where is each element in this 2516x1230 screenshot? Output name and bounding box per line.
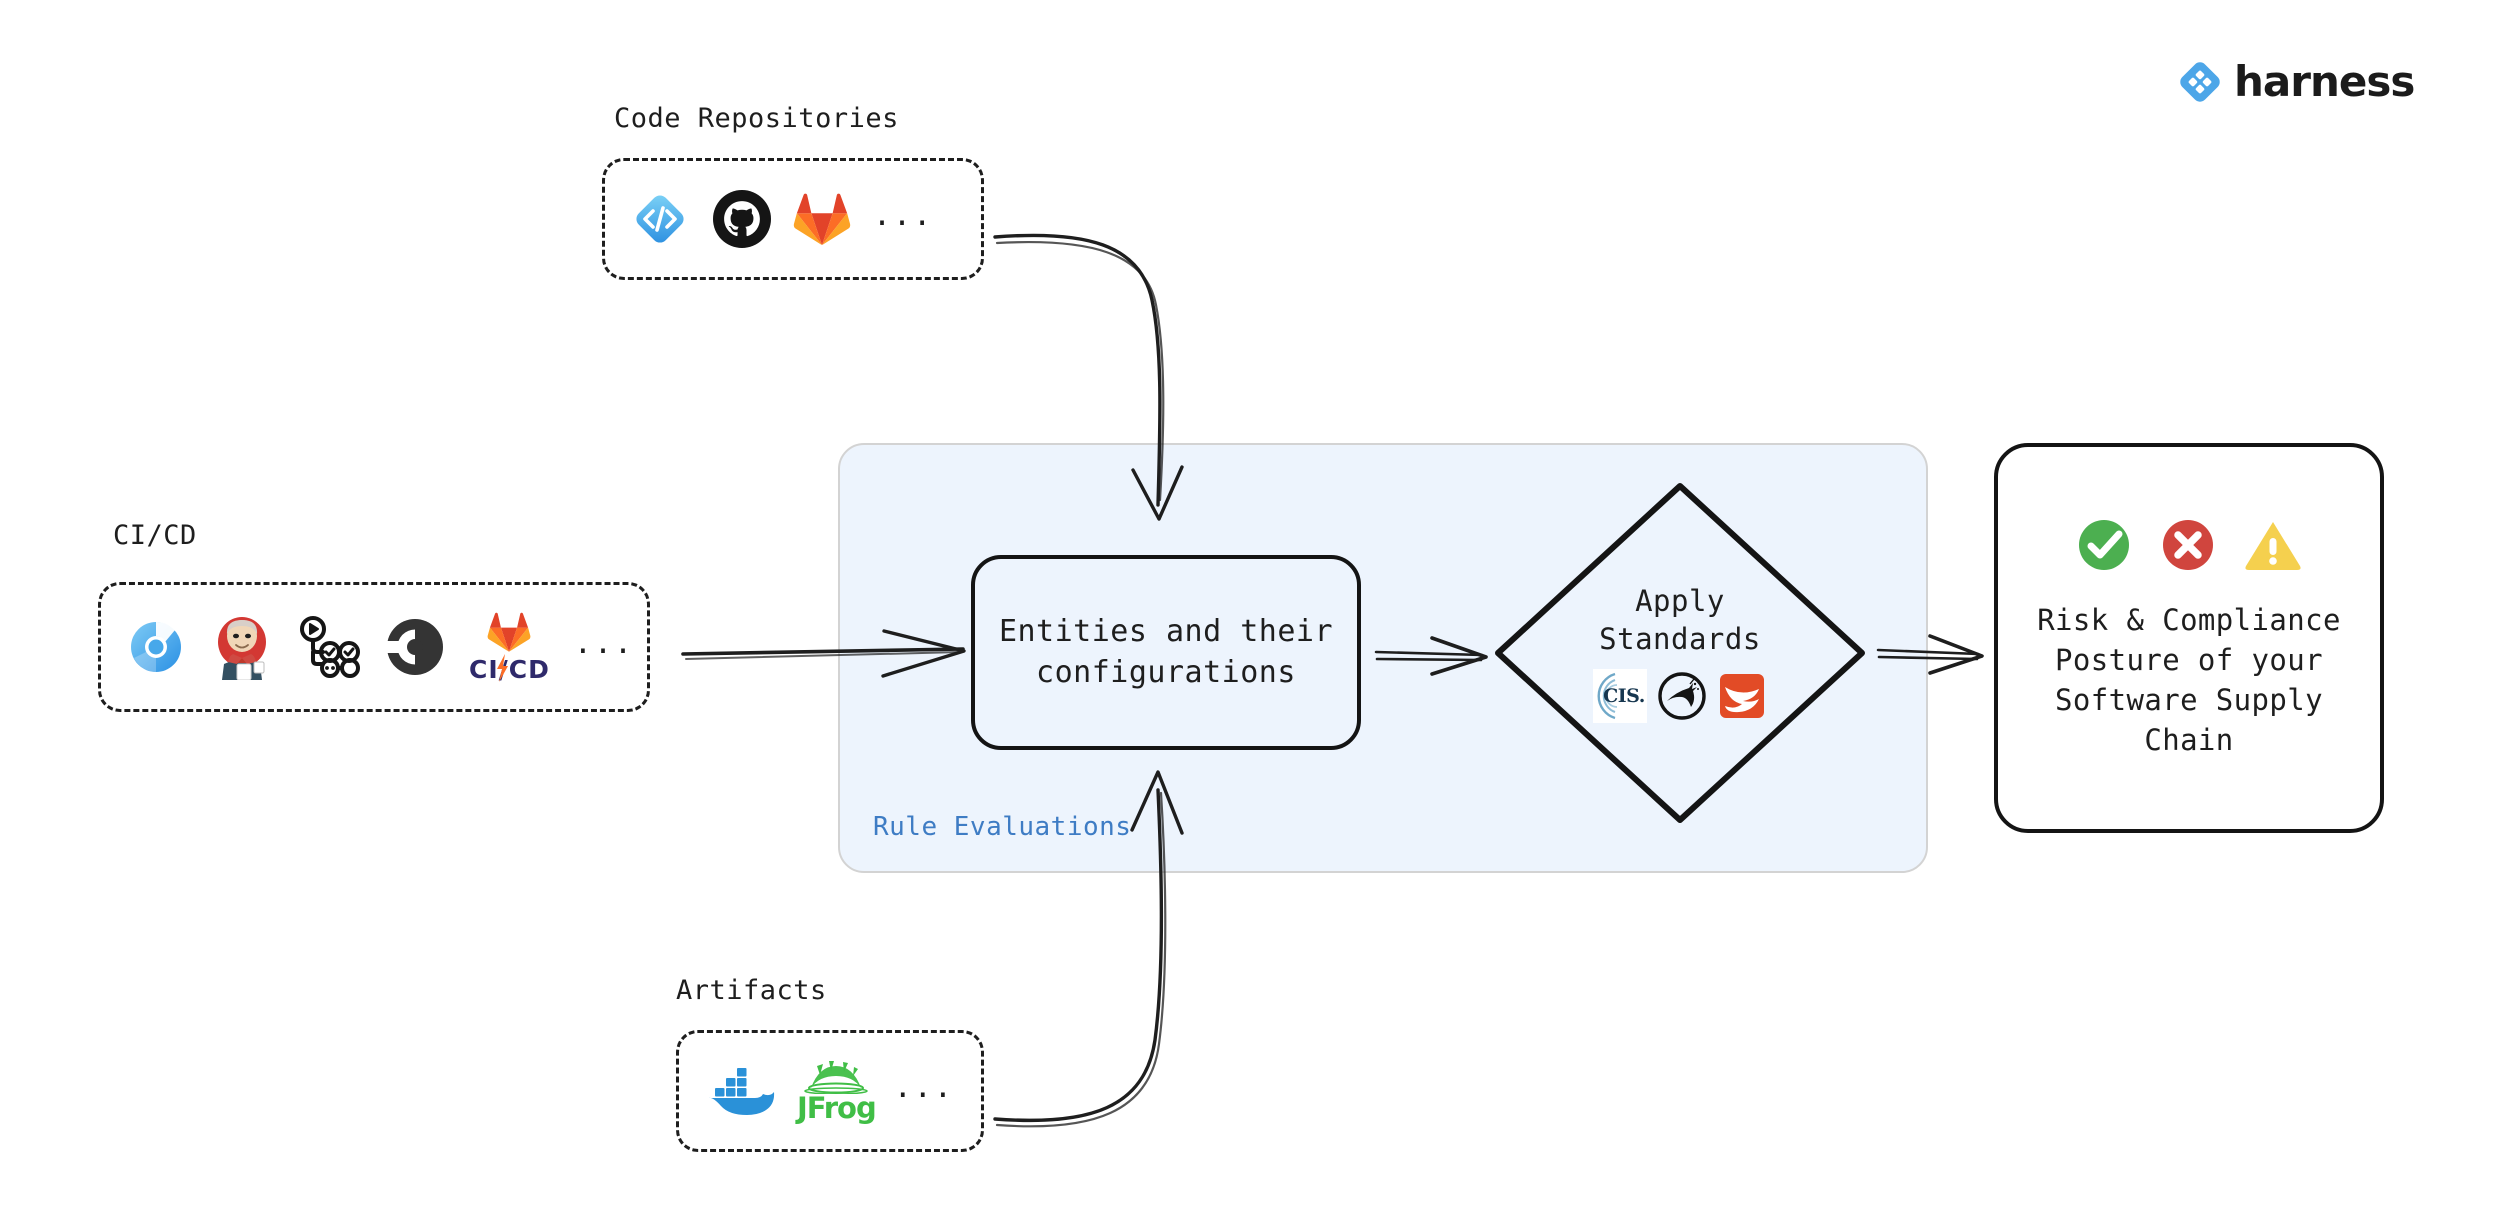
jfrog-text: JFrog — [797, 1090, 877, 1125]
artifacts-label: Artifacts — [676, 975, 827, 1006]
artifacts-ellipsis: ... — [893, 1070, 954, 1105]
jfrog-icon[interactable]: JFrog — [797, 1060, 877, 1125]
circleci-icon[interactable] — [385, 617, 445, 677]
owasp-icon[interactable] — [1657, 671, 1707, 721]
gitlab-cicd-text: CI/CD — [469, 654, 550, 684]
result-node-text: Risk & Compliance Posture of your Softwa… — [2037, 602, 2341, 758]
ci-cd-group[interactable]: CI/CD ... — [98, 582, 650, 712]
ci-cd-label: CI/CD — [113, 520, 197, 551]
jfrog-splash-icon — [804, 1060, 869, 1094]
github-icon[interactable] — [713, 190, 771, 248]
cis-icon[interactable]: CIS. — [1593, 668, 1647, 723]
artifacts-group[interactable]: JFrog ... — [676, 1030, 984, 1152]
jenkins-icon[interactable] — [211, 614, 273, 680]
github-actions-icon[interactable] — [297, 616, 361, 678]
entities-node-text: Entities and their configurations — [998, 614, 1334, 690]
harness-logo: harness — [2178, 57, 2415, 106]
gitlab-icon[interactable] — [793, 191, 851, 247]
slsa-icon[interactable] — [1717, 671, 1767, 721]
gitlab-fox-icon — [488, 612, 531, 652]
lightning-bolt-icon — [497, 653, 508, 682]
apply-standards-node[interactable]: Apply Standards CIS. — [1490, 478, 1870, 828]
code-repositories-group[interactable]: ... — [602, 158, 984, 280]
rule-evaluations-label: Rule Evaluations — [873, 812, 1132, 842]
brand-name: harness — [2234, 57, 2415, 106]
warning-triangle-icon — [2245, 521, 2301, 570]
harness-ci-icon[interactable] — [125, 616, 187, 678]
code-repositories-ellipsis: ... — [873, 198, 934, 233]
harness-code-icon[interactable] — [629, 188, 691, 250]
apply-standards-text: Apply Standards — [1599, 584, 1761, 656]
docker-icon[interactable] — [703, 1060, 779, 1122]
entities-node[interactable]: Entities and their configurations — [971, 555, 1361, 750]
gitlab-cicd-icon[interactable]: CI/CD — [469, 611, 550, 684]
check-circle-icon — [2079, 519, 2129, 570]
diamond-shape-icon — [1495, 483, 1865, 823]
x-circle-icon — [2163, 519, 2213, 570]
harness-diamond-icon — [2180, 62, 2220, 102]
ci-cd-ellipsis: ... — [573, 626, 635, 661]
code-repositories-label: Code Repositories — [614, 103, 899, 134]
result-node[interactable]: Risk & Compliance Posture of your Softwa… — [1994, 443, 2384, 833]
cis-text: CIS. — [1603, 684, 1645, 707]
status-icons-row — [2075, 516, 2303, 574]
